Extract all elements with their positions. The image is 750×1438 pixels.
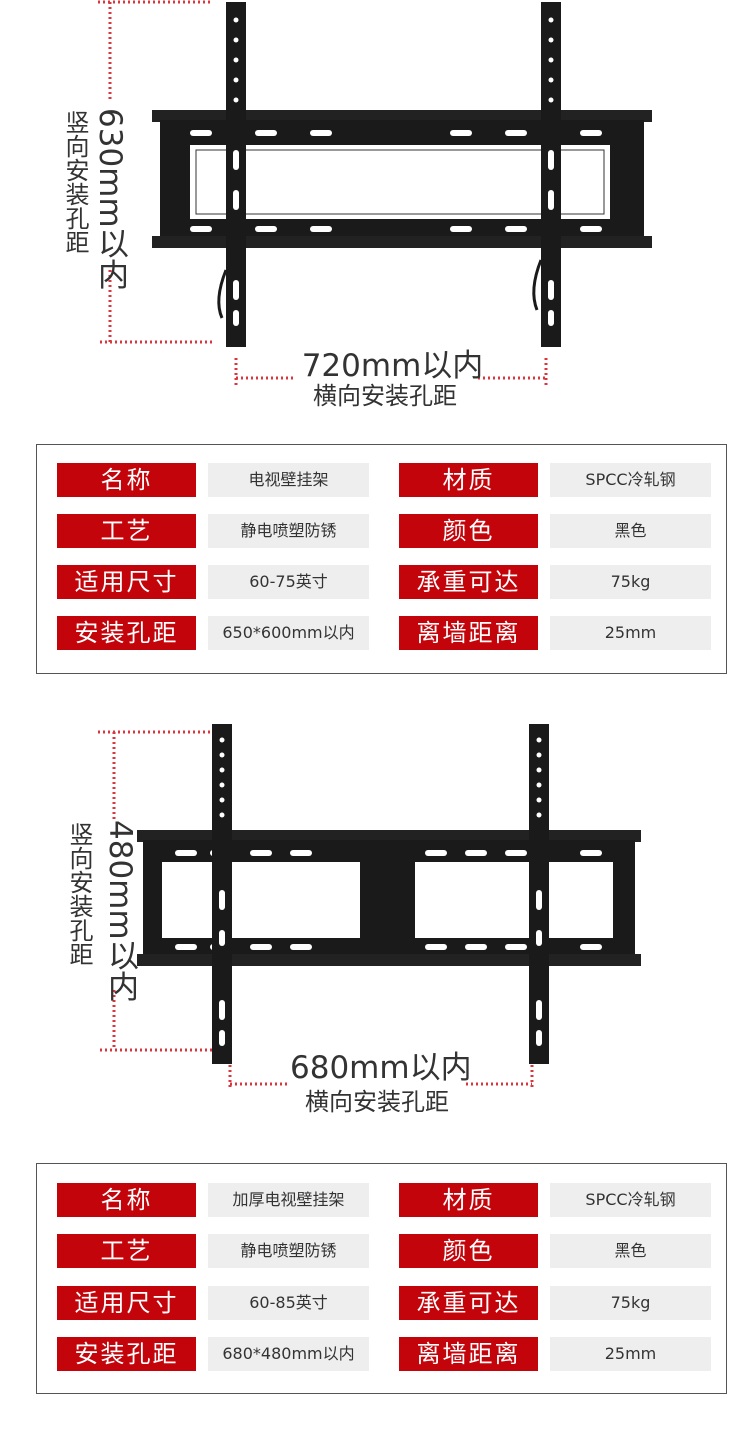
spec-table-1: 名称 电视壁挂架 材质 SPCC冷轧钢 工艺 静电喷塑防锈 颜色 黑色 适用尺寸… xyxy=(36,444,727,674)
spec-value: 650*600mm以内 xyxy=(208,616,369,650)
bracket-illustration-1 xyxy=(98,0,652,385)
spec-label: 离墙距离 xyxy=(399,1337,538,1371)
spec-label: 承重可达 xyxy=(399,565,538,599)
spec-row: 名称 加厚电视壁挂架 材质 SPCC冷轧钢 xyxy=(37,1183,726,1217)
spec-value: 25mm xyxy=(550,1337,711,1371)
spec-row: 安装孔距 650*600mm以内 离墙距离 25mm xyxy=(37,616,726,650)
spec-label: 工艺 xyxy=(57,1234,196,1268)
spec-label: 安装孔距 xyxy=(57,616,196,650)
vertical-dimension-label-1: 竖向安装孔距 xyxy=(61,110,89,254)
vertical-dimension-value-1: 630mm以内 xyxy=(92,108,128,290)
spec-label: 颜色 xyxy=(399,1234,538,1268)
vertical-dimension-label-2: 竖向安装孔距 xyxy=(65,822,93,966)
spec-value: 75kg xyxy=(550,565,711,599)
spec-row: 适用尺寸 60-85英寸 承重可达 75kg xyxy=(37,1286,726,1320)
spec-value: 75kg xyxy=(550,1286,711,1320)
spec-value: 静电喷塑防锈 xyxy=(208,514,369,548)
spec-value: 60-75英寸 xyxy=(208,565,369,599)
horizontal-dimension-value-2: 680mm以内 xyxy=(290,1050,472,1086)
spec-label: 名称 xyxy=(57,463,196,497)
horizontal-dimension-value-1: 720mm以内 xyxy=(301,348,484,384)
spec-label: 适用尺寸 xyxy=(57,1286,196,1320)
spec-label: 安装孔距 xyxy=(57,1337,196,1371)
spec-table-2: 名称 加厚电视壁挂架 材质 SPCC冷轧钢 工艺 静电喷塑防锈 颜色 黑色 适用… xyxy=(36,1163,727,1394)
spec-label: 材质 xyxy=(399,1183,538,1217)
spec-row: 安装孔距 680*480mm以内 离墙距离 25mm xyxy=(37,1337,726,1371)
bracket-diagram-1: 630mm以内 竖向安装孔距 720mm以内 横向安装孔距 xyxy=(0,0,750,420)
spec-value: 黑色 xyxy=(550,1234,711,1268)
spec-row: 工艺 静电喷塑防锈 颜色 黑色 xyxy=(37,514,726,548)
spec-label: 承重可达 xyxy=(399,1286,538,1320)
spec-label: 颜色 xyxy=(399,514,538,548)
spec-value: 加厚电视壁挂架 xyxy=(208,1183,369,1217)
spec-row: 适用尺寸 60-75英寸 承重可达 75kg xyxy=(37,565,726,599)
spec-label: 名称 xyxy=(57,1183,196,1217)
spec-label: 工艺 xyxy=(57,514,196,548)
spec-value: 静电喷塑防锈 xyxy=(208,1234,369,1268)
spec-label: 材质 xyxy=(399,463,538,497)
spec-value: 25mm xyxy=(550,616,711,650)
spec-value: 黑色 xyxy=(550,514,711,548)
spec-label: 适用尺寸 xyxy=(57,565,196,599)
spec-value: 60-85英寸 xyxy=(208,1286,369,1320)
spec-value: SPCC冷轧钢 xyxy=(550,463,711,497)
bracket-illustration-2 xyxy=(98,724,641,1090)
spec-value: 680*480mm以内 xyxy=(208,1337,369,1371)
spec-row: 名称 电视壁挂架 材质 SPCC冷轧钢 xyxy=(37,463,726,497)
spec-value: 电视壁挂架 xyxy=(208,463,369,497)
horizontal-dimension-label-2: 横向安装孔距 xyxy=(305,1088,449,1116)
spec-label: 离墙距离 xyxy=(399,616,538,650)
spec-value: SPCC冷轧钢 xyxy=(550,1183,711,1217)
vertical-dimension-value-2: 480mm以内 xyxy=(102,820,138,1002)
horizontal-dimension-label-1: 横向安装孔距 xyxy=(313,382,457,410)
bracket-diagram-2: 480mm以内 竖向安装孔距 680mm以内 横向安装孔距 xyxy=(0,700,750,1120)
spec-row: 工艺 静电喷塑防锈 颜色 黑色 xyxy=(37,1234,726,1268)
